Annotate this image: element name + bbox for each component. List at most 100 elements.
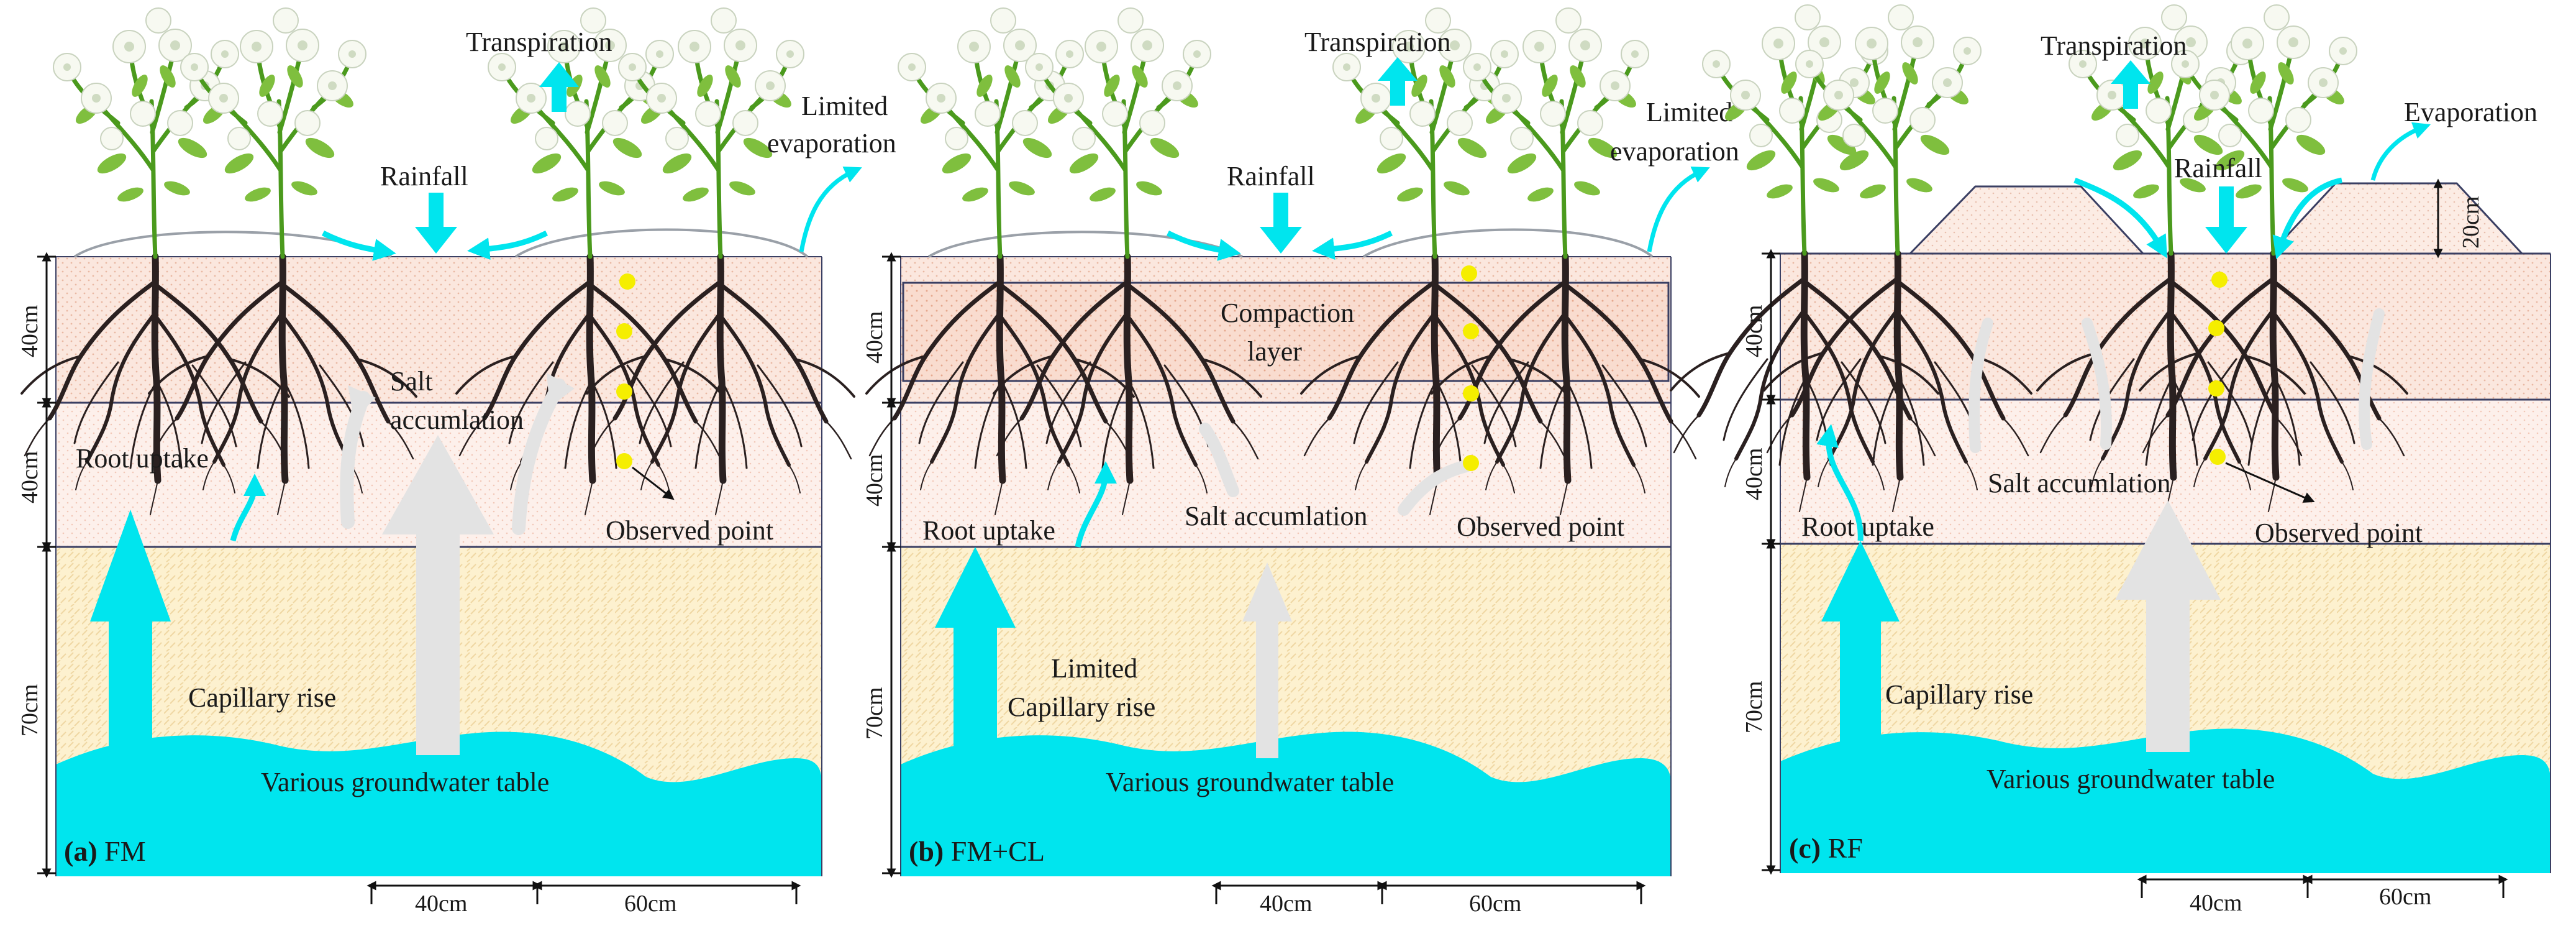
panel-label: (a) FM [64,835,146,867]
cotton-plant-icon [898,8,1083,257]
evaporation-label: Evaporation [2404,97,2537,127]
transpiration-label: Transpiration [2041,30,2187,61]
cotton-plant-icon [1026,8,1211,257]
ridge-height-label: 20cm [2458,196,2484,249]
curved-arrow-icon [2272,177,2342,260]
capillary-rise-label: Capillary rise [188,682,336,713]
dot-icon [616,323,632,339]
curved-arrow-icon [1312,230,1393,260]
mid-soil-layer [901,403,1671,547]
curved-arrow-icon [2073,177,2167,259]
arrow-up-icon [935,547,1016,752]
dot-icon [619,273,635,290]
depth-label: 70cm [862,687,888,740]
rainfall-label: Rainfall [1227,161,1315,191]
rainfall-label: Rainfall [2174,153,2262,183]
curved-arrow-icon [1398,460,1472,516]
arrow-up-icon [1821,541,1900,746]
observed-point-label: Observed point [2255,518,2423,548]
panel-a: Transpiration Limited evaporation Rainfa… [17,8,896,917]
dot-icon [1463,323,1479,339]
dot-icon [2208,380,2224,397]
dot-icon [1463,385,1479,401]
mulch-film-right [1362,228,1654,258]
cotton-plant-icon [1463,8,1649,257]
curved-arrow-icon [1075,461,1117,548]
depth-label: 40cm [1741,305,1767,357]
curved-arrow-icon [799,167,862,252]
panel-label: (c) RF [1789,832,1863,864]
curved-arrow-icon [2359,308,2385,450]
depth-label: 70cm [1741,681,1767,733]
salt-accumulation-label: Salt accumlation [1185,501,1367,531]
dot-icon [616,383,632,400]
rainfall-label: Rainfall [380,161,468,191]
compaction-layer-label: layer [1247,336,1302,367]
salt-accumulation-label: Salt accumlation [1988,468,2170,498]
panel-label: (b) FM+CL [909,835,1045,867]
groundwater-shape [56,732,822,876]
curved-arrow-icon [230,474,266,542]
evaporation-label: evaporation [767,128,896,158]
depth-label: 40cm [862,311,888,364]
spacing-label: 60cm [624,891,676,917]
transpiration-label: Transpiration [1304,27,1451,57]
salt-accumulation-label: accumlation [390,405,524,435]
groundwater-label: Various groundwater table [261,767,549,797]
spacing-label: 40cm [2190,890,2242,916]
arrow-up-icon [1378,57,1418,106]
dot-icon [1463,455,1479,471]
cotton-plant-icon [181,8,366,257]
transpiration-label: Transpiration [466,27,612,57]
evaporation-label: evaporation [1610,136,1739,167]
curved-arrow-icon [467,230,548,260]
arrow-up-icon [2111,60,2150,109]
depth-label: 40cm [862,454,888,507]
observed-point-label: Observed point [606,515,773,546]
arrow-down-icon [2205,186,2247,254]
spacing-label: 60cm [2379,884,2431,910]
dot-icon [616,453,632,469]
capillary-rise-label: Capillary rise [1008,692,1155,722]
capillary-rise-label: Limited [1051,653,1137,684]
ridge-right [2268,182,2524,255]
top-soil-layer [56,257,822,403]
groundwater-shape [1780,728,2551,873]
compaction-layer-label: Compaction [1221,298,1354,328]
arrow-down-icon [415,193,457,254]
dot-icon [1461,265,1477,282]
curved-arrow-icon [2082,318,2112,450]
curved-arrow-icon [321,230,396,261]
root-uptake-label: Root uptake [1801,511,1934,542]
depth-label: 40cm [1741,448,1767,500]
evaporation-label: Limited [1646,97,1732,127]
root-uptake-label: Root uptake [76,443,209,474]
root-uptake-label: Root uptake [922,515,1055,546]
groundwater-label: Various groundwater table [1106,767,1394,797]
curved-arrow-icon [1199,423,1239,497]
arrow-up-icon [382,435,494,755]
mulch-film-left [927,231,1243,258]
evaporation-label: Limited [801,91,888,121]
panel-c: 20cm Transpiration Evaporation Rainfall … [1671,5,2551,916]
cotton-plant-icon [53,8,239,257]
salt-accumulation-label: Salt [390,366,432,397]
depth-label: 40cm [17,305,43,357]
arrow-up-icon [90,510,171,752]
dot-icon [2211,272,2228,288]
groundwater-shape [901,732,1671,876]
spacing-label: 40cm [415,891,467,917]
curved-arrow-icon [1166,230,1241,261]
curved-arrow-icon [1816,424,1864,541]
arrow-up-icon [2115,500,2221,752]
observed-point-label: Observed point [1457,511,1624,542]
arrow-down-icon [1260,193,1302,254]
arrow-up-icon [539,62,579,112]
curved-arrow-icon [1968,318,1993,453]
spacing-label: 40cm [1260,891,1312,917]
arrow-up-icon [1242,562,1292,758]
depth-label: 40cm [17,451,43,503]
mulch-film-right [514,228,809,258]
dot-icon [2210,449,2226,465]
